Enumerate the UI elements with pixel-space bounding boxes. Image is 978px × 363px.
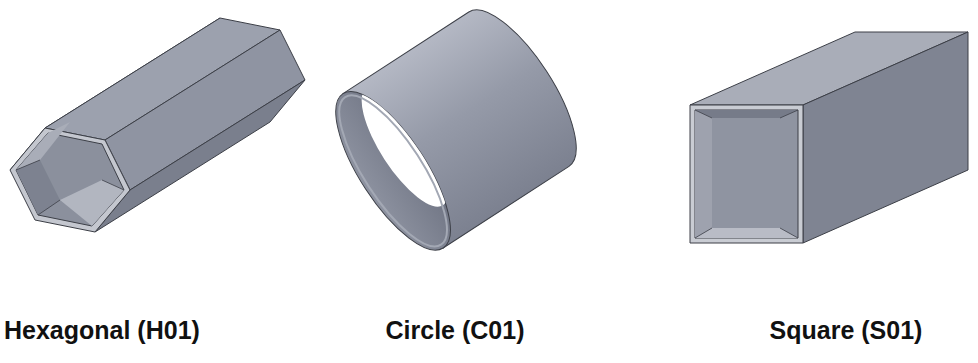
circular-tube xyxy=(315,0,596,266)
part-caption: Circle (C01) xyxy=(386,316,525,345)
square-tube xyxy=(690,32,968,243)
part-caption: Hexagonal (H01) xyxy=(4,316,200,345)
part-caption: Square (S01) xyxy=(770,316,923,345)
hexagonal-tube xyxy=(10,18,305,232)
